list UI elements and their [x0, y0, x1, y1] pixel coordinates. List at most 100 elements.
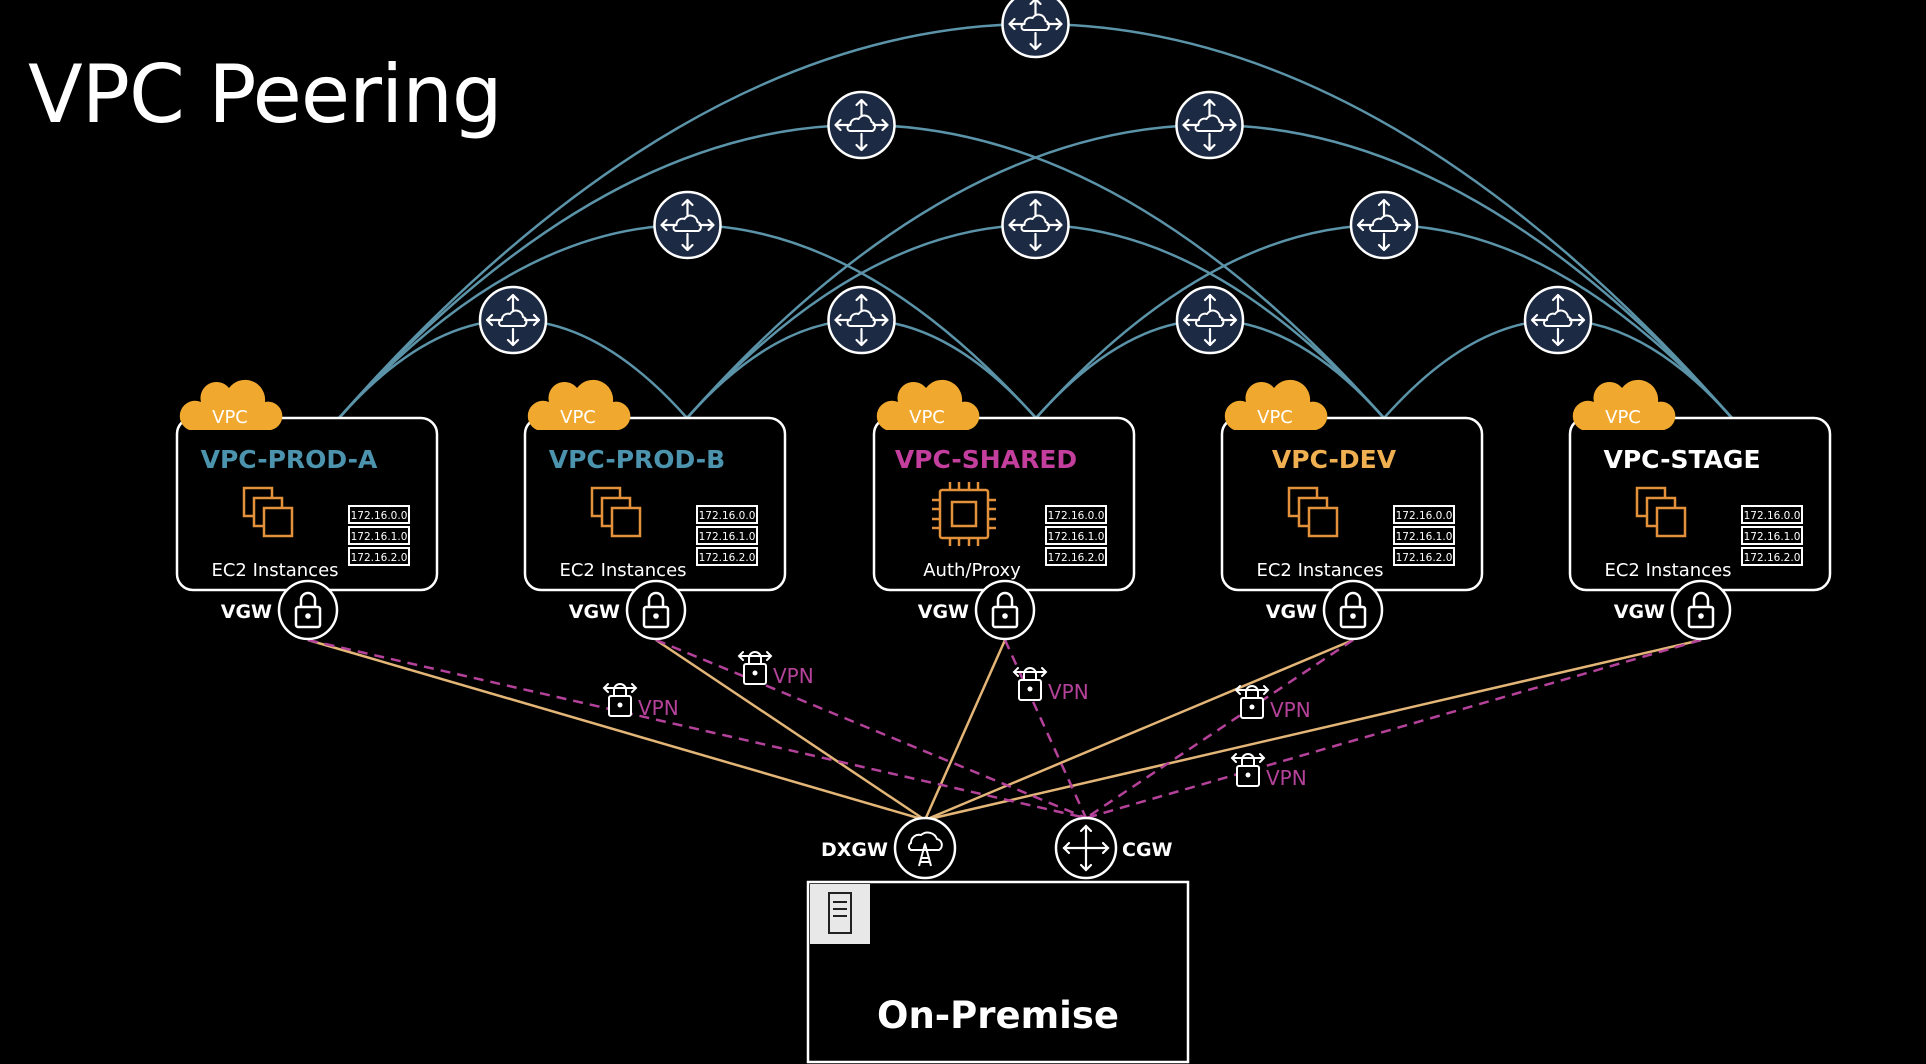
resource-label: EC2 Instances	[1256, 560, 1383, 581]
vpc-name: VPC-SHARED	[895, 445, 1077, 474]
direct-connect-gateway-icon	[907, 831, 943, 867]
subnet-cidr: 172.16.0.0	[1396, 510, 1453, 522]
vpc-badge-label: VPC	[212, 407, 248, 428]
peering-router-icon	[1001, 0, 1070, 59]
direct-connect-line	[923, 639, 1007, 821]
vpc-badge: VPC	[1572, 379, 1676, 430]
vgw-node: VGW	[1266, 579, 1384, 641]
vpc-badge: VPC	[179, 379, 283, 430]
vpc-vpc-stage: VPC VPC-STAGE EC2 Instances 172.16.0.0 172.1…	[1568, 379, 1832, 641]
subnet-cidr: 172.16.2.0	[699, 552, 756, 564]
subnet-block	[1393, 547, 1455, 566]
vpn-lock-icon	[602, 683, 638, 717]
vpc-badge: VPC	[527, 379, 631, 430]
vpn-lock-icon	[737, 651, 773, 685]
subnet-block	[1741, 526, 1803, 545]
cgw-node: CGW	[1054, 816, 1173, 880]
peering-arc-vpc-prod-b-vpc-stage	[686, 123, 1733, 419]
vpn-label: VPN	[638, 696, 679, 720]
direct-connect-line	[924, 638, 1702, 822]
ec2-instances-icon	[1635, 486, 1687, 538]
subnet-block	[1393, 526, 1455, 545]
cgw-label: CGW	[1122, 839, 1173, 861]
vpn-label: VPN	[773, 664, 814, 688]
subnet-cidr: 172.16.1.0	[699, 531, 756, 543]
peering-router-icon	[1175, 90, 1244, 160]
resource-label: EC2 Instances	[1604, 560, 1731, 581]
subnet-block	[696, 526, 758, 545]
direct-connect-line	[924, 638, 1354, 822]
vgw-node: VGW	[221, 579, 339, 641]
resource-label: EC2 Instances	[559, 560, 686, 581]
vpc-badge-label: VPC	[1605, 407, 1641, 428]
on-premise-box: On-Premise	[806, 880, 1190, 1064]
server-icon	[828, 892, 852, 934]
vpc-badge-label: VPC	[909, 407, 945, 428]
vpn-line	[1085, 638, 1354, 820]
resource-label: EC2 Instances	[211, 560, 338, 581]
vgw-node: VGW	[918, 579, 1036, 641]
peering-router-icon	[1349, 190, 1419, 260]
chip-icon	[932, 482, 996, 546]
vpc-name: VPC-PROD-A	[201, 445, 378, 474]
subnet-cidr: 172.16.1.0	[1744, 531, 1801, 543]
subnet-block	[1393, 505, 1455, 524]
vpc-name: VPC-STAGE	[1603, 445, 1760, 474]
lock-icon	[642, 591, 670, 629]
dxgw-label: DXGW	[821, 839, 888, 861]
subnet-cidr: 172.16.2.0	[1396, 552, 1453, 564]
lock-icon	[1339, 591, 1367, 629]
peering-router-icon	[827, 90, 896, 160]
customer-gateway-icon	[1062, 824, 1110, 872]
vpn-marker: VPN	[602, 683, 679, 720]
subnet-cidr: 172.16.0.0	[1744, 510, 1801, 522]
subnet-block	[696, 547, 758, 566]
ec2-instances-icon	[590, 486, 642, 538]
peering-arc-vpc-prod-a-vpc-dev	[338, 123, 1385, 419]
vpn-lock-icon	[1234, 685, 1270, 719]
vpn-marker: VPN	[1012, 667, 1089, 704]
vpc-badge-label: VPC	[1257, 407, 1293, 428]
direct-connect-line	[655, 638, 926, 822]
lock-icon	[294, 591, 322, 629]
subnet-block	[348, 505, 410, 524]
subnet-block	[1045, 526, 1107, 545]
cloud-icon	[1224, 379, 1328, 430]
vpn-lock-icon	[1012, 667, 1048, 701]
lock-icon	[991, 591, 1019, 629]
ec2-instances-icon	[1287, 486, 1339, 538]
ec2-instances-icon	[242, 486, 294, 538]
vgw-label: VGW	[918, 601, 969, 623]
vpc-badge: VPC	[876, 379, 980, 430]
subnet-block	[1045, 505, 1107, 524]
vgw-label: VGW	[569, 601, 620, 623]
vgw-label: VGW	[1614, 601, 1665, 623]
peering-router-icon	[1175, 285, 1245, 355]
cloud-icon	[1572, 379, 1676, 430]
vpc-badge: VPC	[1224, 379, 1328, 430]
dxgw-node: DXGW	[821, 816, 957, 880]
vpc-vpc-shared: VPCVPC-SHAREDAuth/Proxy172.16.0.0172.16.…	[872, 379, 1136, 641]
vpn-label: VPN	[1048, 680, 1089, 704]
vpn-lock-icon	[1230, 753, 1266, 787]
subnet-cidr: 172.16.0.0	[351, 510, 408, 522]
subnet-block	[348, 526, 410, 545]
vpc-name: VPC-DEV	[1272, 445, 1397, 474]
peering-router-icon	[827, 285, 896, 355]
vpn-marker: VPN	[737, 651, 814, 688]
subnet-cidr: 172.16.2.0	[351, 552, 408, 564]
cloud-icon	[527, 379, 631, 430]
vpc-badge-label: VPC	[560, 407, 596, 428]
subnet-cidr: 172.16.0.0	[1048, 510, 1105, 522]
vgw-node: VGW	[569, 579, 687, 641]
